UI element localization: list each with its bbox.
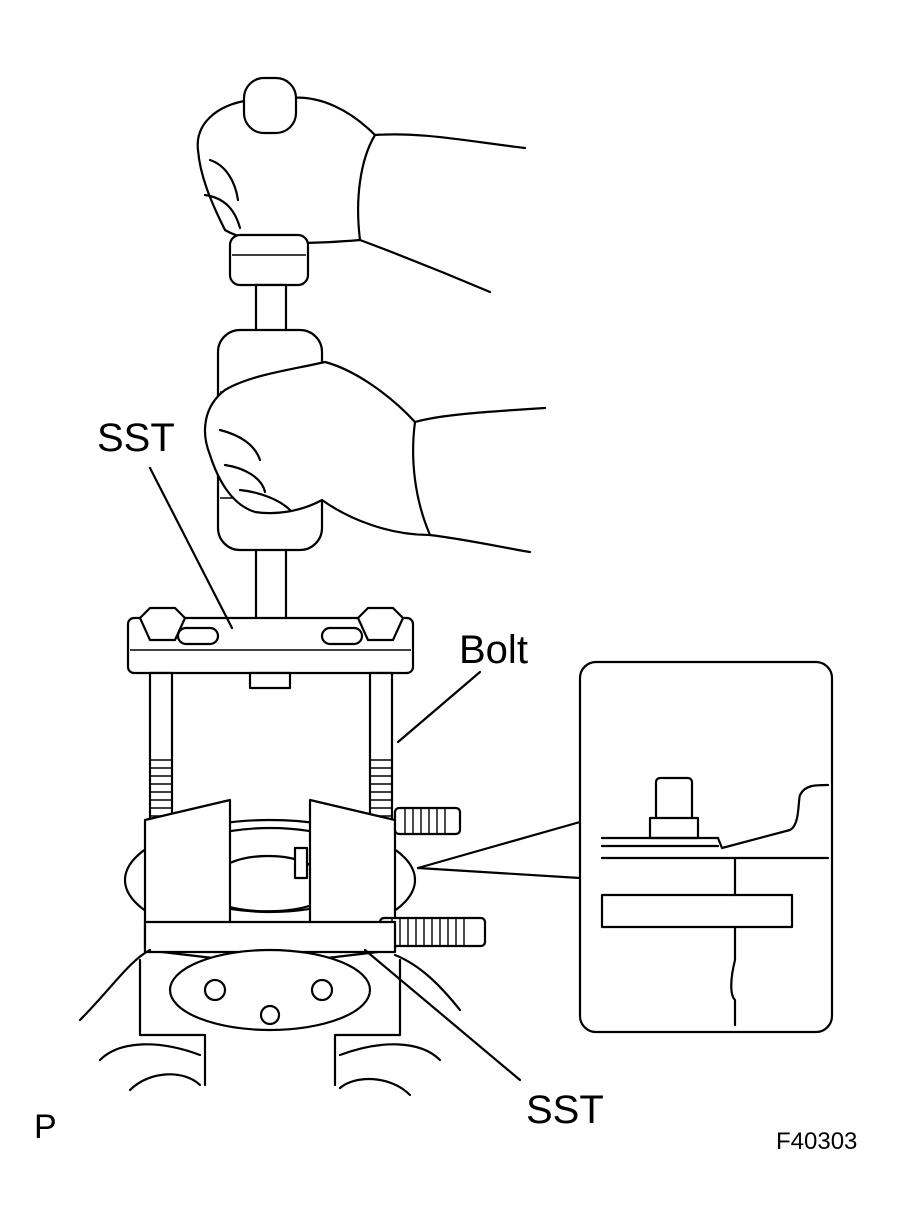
lower-hand xyxy=(203,360,547,554)
hub-assembly xyxy=(78,798,487,1097)
sst-bottom-leader xyxy=(363,948,522,1082)
sst-bottom-label: SST xyxy=(526,1088,604,1132)
sst-top-leader xyxy=(148,466,234,630)
handle-cap xyxy=(242,76,298,135)
upper-hand xyxy=(196,96,527,294)
puller-cross-bar xyxy=(126,606,415,690)
leader-lines xyxy=(148,466,522,1082)
bolt-label: Bolt xyxy=(459,628,528,672)
sst-top-label: SST xyxy=(97,416,175,460)
figure-code: F40303 xyxy=(776,1128,858,1155)
upper-collar xyxy=(228,233,310,287)
detail-inset xyxy=(416,660,834,1034)
bolt-leader xyxy=(396,670,482,744)
corner-letter: P xyxy=(34,1108,57,1146)
